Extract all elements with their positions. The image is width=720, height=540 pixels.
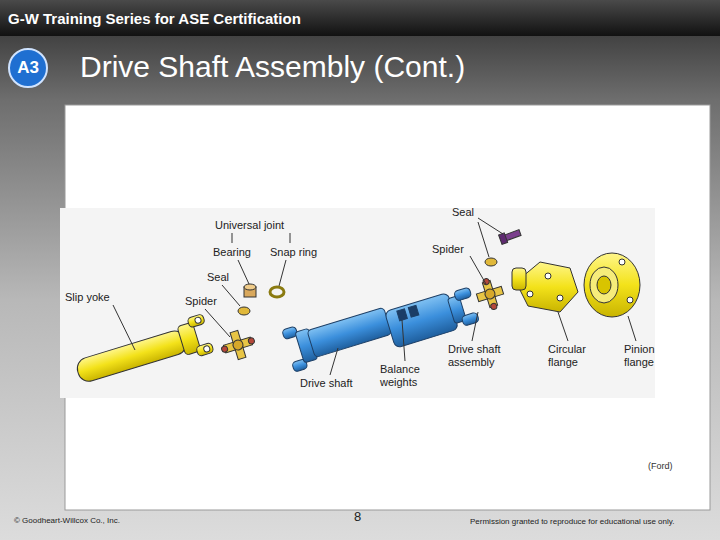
part-label: Drive shaft [300,377,353,390]
part-label: Drive shaft assembly [448,343,518,368]
drive-shaft-tube [282,300,394,372]
part-label: Bearing [213,246,251,259]
part-label: Pinion flange [624,343,672,368]
slide-title: Drive Shaft Assembly (Cont.) [80,50,465,85]
header-band-text: G-W Training Series for ASE Certificatio… [8,10,301,27]
header-band: G-W Training Series for ASE Certificatio… [0,0,720,36]
part-label: Balance weights [380,363,438,388]
spider-cross [473,275,507,313]
spider-cross [218,327,259,364]
slip-yoke [72,314,214,392]
page-number: 8 [354,510,361,525]
part-label: Circular flange [548,343,604,368]
snap-ring [270,287,284,297]
balance-weight [397,309,408,321]
copyright-note: © Goodheart-Willcox Co., Inc. [14,516,120,525]
part-label: Spider [185,295,217,308]
section-badge-text: A3 [17,58,39,78]
circular-flange [512,262,578,312]
seal-ring [485,258,497,266]
illustration-ground [60,208,655,398]
part-label: Snap ring [270,246,317,259]
credit-note: (Ford) [648,461,673,471]
part-label: Seal [452,206,474,219]
pinion-flange [584,253,640,317]
part-label: Slip yoke [65,291,110,304]
seal-ring [238,307,250,315]
part-label: Seal [207,271,229,284]
permission-note: Permission granted to reproduce for educ… [470,517,674,526]
part-label: Universal joint [215,219,284,232]
header-band [0,0,720,36]
section-badge: A3 [8,48,48,88]
part-label: Spider [432,243,464,256]
leader-lines [113,218,636,375]
bolt [499,228,522,245]
bearing-cup [244,284,256,297]
drive-shaft-tube [384,286,479,348]
